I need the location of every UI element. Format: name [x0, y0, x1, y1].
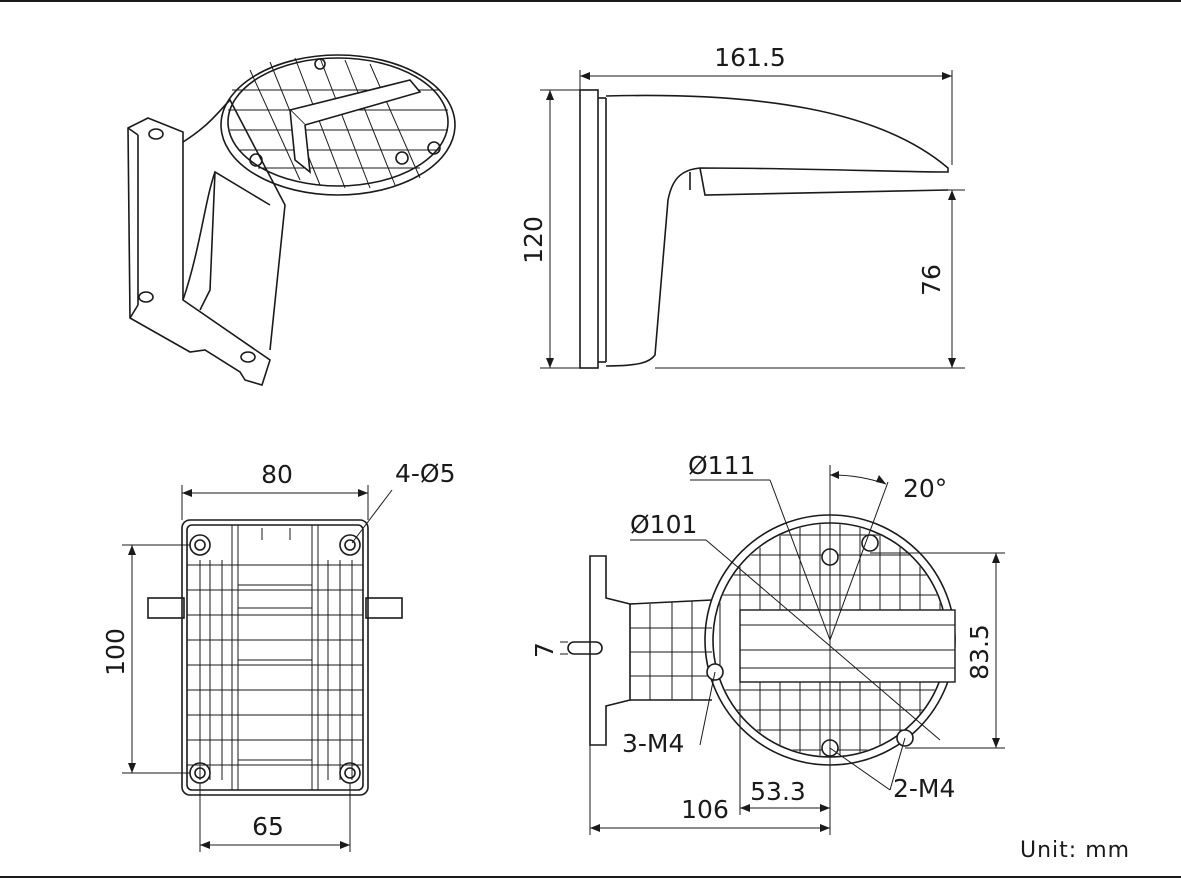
top-wall-plate — [589, 555, 631, 746]
side-wall-plate — [579, 89, 599, 369]
iso-disc-screw — [314, 58, 326, 70]
iso-ridge-side — [289, 109, 311, 174]
dim-slot-label: 7 — [530, 642, 559, 658]
dim-inner-dia-label: Ø101 — [630, 510, 697, 539]
iso-mount-disc — [220, 54, 456, 196]
iso-screw-hole — [148, 128, 164, 140]
iso-wall-plate-edge — [127, 127, 139, 319]
outer-dia-leader — [769, 479, 831, 641]
back-plate-inner — [186, 524, 364, 791]
holes-label: 4-Ø5 — [395, 459, 456, 488]
back-view: 80 4-Ø5 100 65 — [101, 459, 456, 852]
screw-left-label: 3-M4 — [622, 729, 684, 758]
dim-back-height-label: 100 — [101, 628, 130, 676]
back-grid — [187, 525, 363, 790]
iso-disc-grid — [228, 57, 448, 189]
isometric-view — [127, 54, 456, 386]
screw-right-leader — [889, 737, 906, 791]
screw-right-label: 2-M4 — [893, 774, 955, 803]
iso-disc-screw — [395, 151, 409, 165]
iso-center-ridge — [288, 79, 422, 126]
iso-mount-disc-inner — [227, 57, 449, 187]
side-arm-outline — [605, 94, 949, 367]
back-hole-bottom-right — [339, 762, 361, 784]
dim-arm-height-label: 76 — [917, 264, 946, 296]
iso-arm-edge — [199, 171, 216, 311]
inner-dia-leader — [705, 539, 941, 741]
iso-arm — [182, 98, 286, 351]
dim-length-label: 106 — [681, 795, 729, 824]
screw-left-leader — [699, 671, 716, 746]
unit-label: Unit: mm — [1020, 838, 1131, 863]
top-screw-hole — [861, 534, 879, 552]
dim-hole-spacing-label: 65 — [252, 812, 284, 841]
dim-top-height-label: 83.5 — [965, 624, 994, 680]
dim-outer-dia-label: Ø111 — [688, 451, 755, 480]
back-tab-right — [365, 597, 403, 619]
top-center-ridge — [739, 609, 956, 683]
top-view: 7 20° — [530, 451, 1005, 835]
back-plate-outline — [181, 519, 369, 796]
dim-width-label: 161.5 — [714, 43, 786, 72]
holes-leader — [351, 489, 393, 544]
iso-disc-screw — [249, 153, 263, 167]
iso-disc-screw — [427, 141, 441, 155]
side-arm-bottom — [699, 167, 949, 196]
top-angle-line — [829, 481, 889, 641]
back-hole-top-left — [189, 534, 211, 556]
dim-height-label: 120 — [519, 216, 548, 264]
dim-angle-label: 20° — [903, 474, 947, 503]
dim-back-width-label: 80 — [261, 460, 293, 489]
top-arm — [629, 599, 713, 701]
top-slot — [567, 641, 603, 655]
back-tab-left — [147, 597, 185, 619]
side-view: 161.5 120 76 — [519, 43, 965, 369]
back-hole-top-right — [339, 534, 361, 556]
iso-wall-plate — [127, 117, 271, 386]
iso-screw-hole — [138, 291, 154, 303]
iso-screw-hole — [240, 351, 256, 363]
dim-offset-label: 53.3 — [750, 777, 806, 806]
